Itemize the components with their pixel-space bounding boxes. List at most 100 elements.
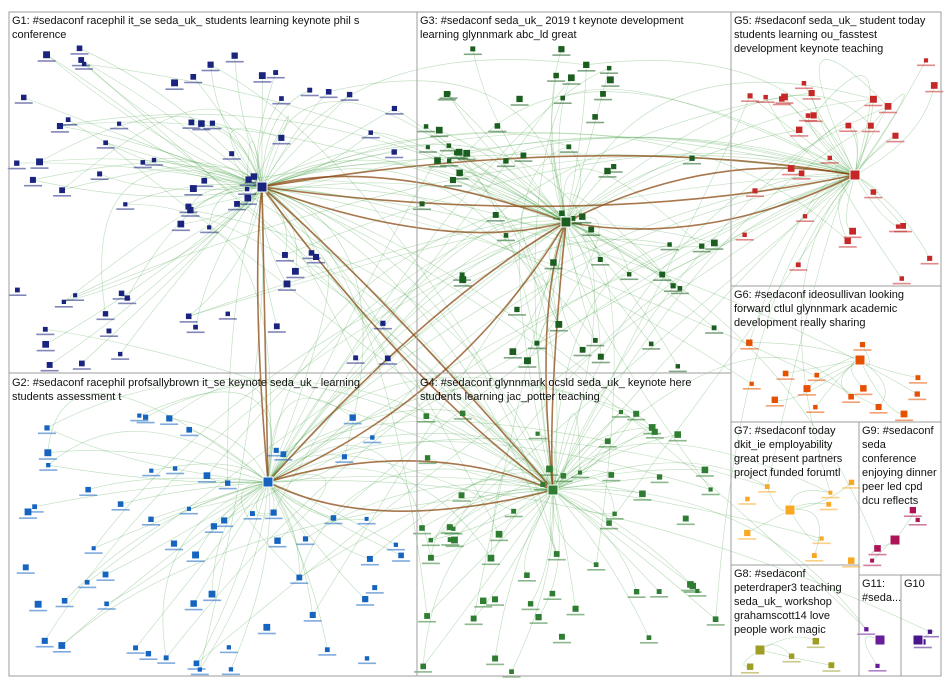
node-avatar (152, 158, 156, 162)
node-label-mark (363, 442, 381, 444)
edge (241, 482, 299, 578)
node (29, 601, 47, 612)
node-avatar (593, 338, 598, 343)
node-avatar (149, 469, 153, 473)
node-label-mark (862, 131, 880, 133)
node-avatar (566, 144, 571, 149)
node-avatar (588, 227, 594, 233)
node-avatar (657, 474, 662, 479)
node-avatar (141, 160, 146, 165)
node-avatar (362, 596, 368, 602)
node-avatar (712, 325, 717, 330)
node-label-mark (743, 388, 761, 390)
node-avatar (555, 321, 562, 328)
node (98, 602, 116, 610)
node-label-mark (453, 279, 471, 281)
node (454, 276, 472, 287)
node (612, 410, 630, 418)
node-label-mark (594, 99, 612, 101)
node-label-mark (464, 54, 482, 56)
node-label-mark (782, 174, 800, 176)
node-avatar (85, 487, 91, 493)
node-avatar (814, 373, 819, 378)
edge (553, 490, 690, 584)
node-avatar (211, 523, 217, 529)
node (72, 57, 90, 66)
node-avatar (849, 228, 856, 235)
node-label-mark (642, 348, 660, 350)
node (17, 564, 35, 573)
node-label-mark (441, 544, 459, 546)
node-label-mark (290, 582, 308, 584)
node (592, 354, 610, 364)
node-label-mark (335, 461, 353, 463)
edge (855, 175, 898, 227)
edge (566, 222, 678, 366)
node-avatar (166, 415, 172, 421)
edge (121, 482, 268, 504)
node-label-mark (419, 151, 437, 153)
node-label-mark (239, 203, 257, 205)
node-label-mark (41, 370, 59, 372)
node-label-mark (869, 554, 887, 556)
node-avatar (619, 410, 623, 414)
node-label-mark (820, 509, 838, 511)
node (31, 158, 49, 169)
node-avatar (78, 57, 84, 63)
node-label-mark (554, 481, 572, 483)
node-avatar (42, 638, 48, 644)
node-avatar (504, 233, 509, 238)
node-label-mark (269, 546, 287, 548)
node-avatar (870, 559, 874, 563)
node-avatar (459, 492, 465, 498)
node-avatar (826, 502, 831, 507)
node-avatar (470, 46, 475, 51)
node-label-mark (807, 647, 825, 649)
node (142, 517, 160, 526)
node-avatar (578, 471, 582, 475)
g10-label: G10 (904, 578, 925, 590)
node-avatar (146, 651, 151, 656)
node-avatar (828, 491, 832, 495)
node (681, 581, 699, 591)
node-avatar (607, 66, 612, 71)
node-avatar (367, 556, 373, 562)
node (110, 122, 128, 130)
node-label-mark (320, 97, 338, 99)
node-avatar (535, 614, 541, 620)
node (879, 103, 897, 113)
g9-label: G9: #sedaconf seda conference enjoying d… (862, 425, 940, 507)
node (921, 256, 939, 265)
node (821, 156, 839, 164)
node-label-mark (702, 494, 720, 496)
node-label-mark (8, 168, 26, 170)
node (488, 123, 506, 132)
node-avatar (799, 171, 805, 177)
node-avatar (229, 667, 233, 671)
node (265, 510, 283, 520)
node (798, 385, 816, 396)
node-label-mark (651, 482, 669, 484)
node (53, 642, 71, 653)
node-avatar (765, 484, 770, 489)
node-avatar (85, 580, 90, 585)
edge (262, 59, 586, 187)
node-avatar (436, 127, 443, 134)
node (272, 96, 290, 104)
node-label-mark (522, 609, 540, 611)
node-label-mark (803, 98, 821, 100)
hub-node (755, 645, 765, 655)
node-avatar (194, 661, 200, 667)
node-label-mark (181, 215, 199, 217)
node (356, 596, 374, 606)
node-label-mark (265, 518, 283, 520)
node-avatar (713, 616, 719, 622)
node-label-mark (374, 328, 392, 330)
node-avatar (848, 557, 855, 564)
node (594, 91, 612, 100)
node (587, 562, 605, 570)
node (269, 538, 287, 548)
node-avatar (278, 135, 284, 141)
edge (553, 490, 716, 619)
hub-node (785, 505, 795, 515)
